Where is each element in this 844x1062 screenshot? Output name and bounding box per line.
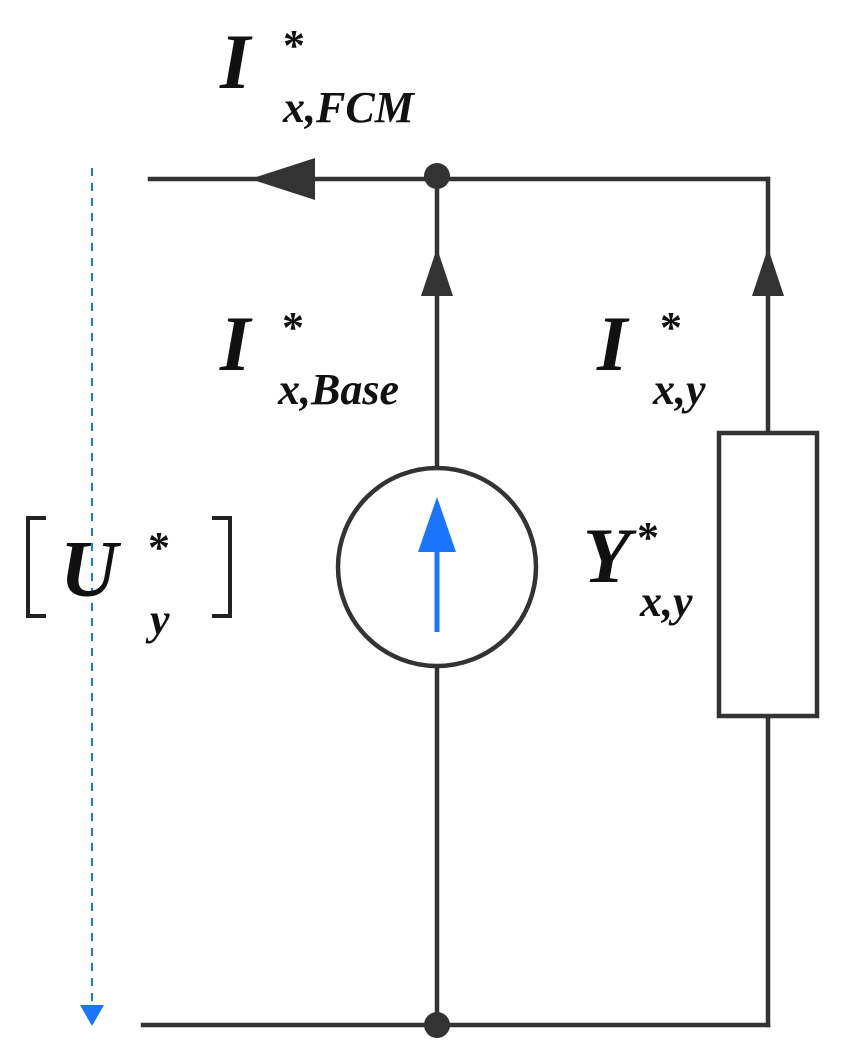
label-i-xy-main: I [596,300,630,387]
source-branch [335,173,539,1028]
right-bracket [212,516,232,618]
label-i-base-sub: x,Base [277,365,399,414]
label-i-xy-sub: x,y [652,365,706,414]
branch-current-arrow-icon [752,248,784,296]
base-current-arrow-icon [421,248,453,296]
label-i-xy: I * x,y [596,300,706,414]
fcm-current-arrow-icon [250,158,315,200]
left-bracket [26,516,46,618]
current-source-icon [335,465,539,669]
top-wire [147,158,771,200]
bottom-wire [140,1012,771,1038]
label-u-y: U * y [26,516,232,644]
label-y-xy-main: Y [583,512,637,599]
label-y-xy-star: * [637,513,659,562]
label-i-base-main: I [219,300,253,387]
label-i-base-star: * [282,303,304,352]
label-i-fcm-star: * [283,21,305,70]
resistor-icon [716,430,820,719]
label-i-xy-star: * [660,303,682,352]
label-y-xy-sub: x,y [639,577,693,626]
voltage-arrow [80,168,104,1026]
label-y-xy: Y * x,y [583,512,693,626]
label-i-fcm-sub: x,FCM [282,83,416,132]
admittance-branch [716,176,820,1028]
label-u-y-star: * [148,523,170,572]
label-i-fcm: I * x,FCM [219,18,416,132]
label-i-base: I * x,Base [219,300,399,414]
label-u-y-main: U [60,526,122,614]
label-i-fcm-main: I [219,18,253,105]
label-u-y-sub: y [145,595,170,644]
